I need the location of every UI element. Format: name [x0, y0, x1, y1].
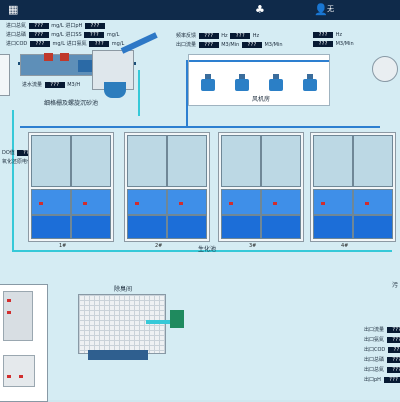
blower-row-2: 出口流量 ??? M3/Min ??? M3/Min — [176, 42, 283, 48]
inlet-row-1: 进口总氮 ??? mg/L 进口pH ??? — [6, 22, 106, 29]
inlet-row-2: 进口总磷 ??? mg/L 进口SS ??? mg/L — [6, 32, 120, 38]
right-partial-caption: 污 — [392, 282, 399, 289]
bio-tank-2[interactable]: 2# — [124, 132, 210, 249]
blower-freq-3: ??? — [313, 32, 333, 38]
blower-row-1: 频率反馈 ??? Hz ??? Hz — [176, 33, 260, 39]
outlet-row-1: 出口流量 ??? — [364, 326, 400, 333]
bio-tank-1[interactable]: 1# — [28, 132, 114, 249]
tank-orp-readout: 氧化还原电位 — [2, 159, 33, 165]
tank-1-label: 1# — [59, 243, 67, 249]
inlet-row-3: 进口COD ??? mg/L 进口氨氮 ??? mg/L — [6, 41, 125, 47]
outlet-cod-value: ??? — [387, 347, 400, 353]
deodor-building[interactable] — [78, 294, 166, 354]
blower-right-row-2: ??? M3/Min — [312, 41, 354, 47]
bio-tank-3[interactable]: 3# — [218, 132, 304, 249]
outlet-tp-value: ??? — [386, 357, 400, 363]
control-cabinet[interactable] — [0, 284, 48, 402]
inlet-cod-value: ??? — [29, 41, 50, 47]
grit-machine[interactable] — [78, 60, 92, 72]
bio-tank-4[interactable]: 4# — [310, 132, 396, 249]
grit-cone-tank[interactable] — [104, 82, 126, 98]
blower-2[interactable] — [235, 74, 249, 91]
blower-flow-1: ??? — [198, 42, 219, 48]
blower-right-row-1: ??? Hz — [312, 32, 342, 38]
blower-flow-2: ??? — [241, 42, 262, 48]
tank-4-label: 4# — [341, 243, 349, 249]
blower-caption: 风机房 — [252, 96, 271, 103]
grit-conveyor[interactable] — [120, 32, 158, 54]
blower-3[interactable] — [269, 74, 283, 91]
outlet-row-2: 出口氨氮 ??? — [364, 336, 400, 343]
inlet-tp-value: ??? — [28, 32, 49, 38]
right-mixer[interactable] — [372, 56, 398, 82]
inlet-flow-value: ??? — [44, 82, 65, 88]
menu-grid-icon[interactable]: ▦ — [8, 3, 19, 16]
deodor-caption: 除臭间 — [114, 286, 133, 293]
user-name[interactable]: 无 — [327, 5, 334, 13]
blower-flow-3: ??? — [313, 41, 333, 47]
outlet-tn-value: ??? — [386, 367, 400, 373]
deodor-fan[interactable] — [170, 310, 184, 328]
blower-room — [188, 54, 330, 106]
bell-icon[interactable]: ♣ — [255, 3, 265, 16]
bio-caption: 生化池 — [198, 246, 217, 253]
outlet-row-4: 出口总磷 ??? — [364, 356, 400, 363]
blower-freq-2: ??? — [230, 33, 251, 39]
grit-pump-2[interactable] — [60, 53, 69, 61]
inlet-ph-value: ??? — [84, 23, 105, 29]
user-icon[interactable]: 👤 — [314, 3, 328, 16]
inlet-tn-value: ??? — [28, 23, 49, 29]
deodor-pump-row[interactable] — [88, 350, 148, 360]
tank-do-value: ??? — [17, 150, 38, 156]
outlet-row-6: 出口pH ??? — [364, 376, 400, 383]
outlet-row-3: 出口COD ??? — [364, 346, 400, 353]
tank-3-label: 3# — [249, 243, 257, 249]
blower-4[interactable] — [303, 74, 317, 91]
inlet-flow-readout: 进水流量 ??? M3/H — [22, 82, 81, 88]
tank-do-readout: DO值 ??? — [2, 149, 38, 156]
tank-2-label: 2# — [155, 243, 163, 249]
top-bar: ▦ ♣ 👤 无 — [0, 0, 400, 20]
grit-caption: 细格栅及螺旋沉砂池 — [44, 100, 99, 107]
outlet-nh3-value: ??? — [386, 337, 400, 343]
outlet-flow-value: ??? — [386, 327, 400, 333]
blower-freq-1: ??? — [198, 33, 219, 39]
process-canvas: 进口总氮 ??? mg/L 进口pH ??? 进口总磷 ??? mg/L 进口S… — [0, 20, 400, 402]
left-partial-tank — [0, 54, 10, 96]
inlet-ss-value: ??? — [84, 32, 105, 38]
outlet-ph-value: ??? — [383, 377, 400, 383]
inlet-nh3-value: ??? — [89, 41, 110, 47]
blower-1[interactable] — [201, 74, 215, 91]
outlet-row-5: 出口总氮 ??? — [364, 366, 400, 373]
grit-pump-1[interactable] — [44, 53, 53, 61]
